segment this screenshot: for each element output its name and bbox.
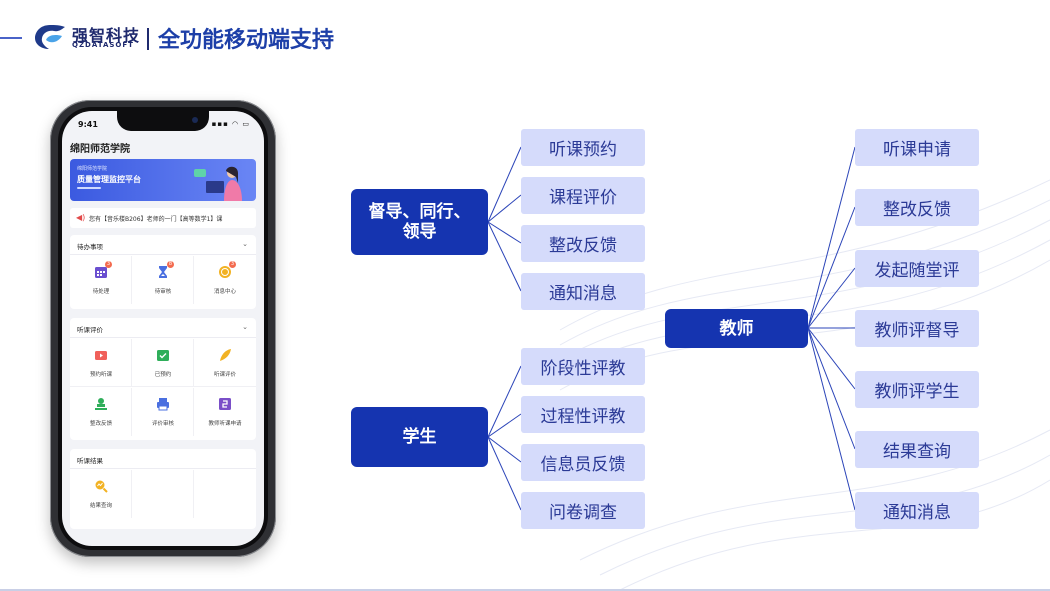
- teacher-illustration-icon: [194, 166, 242, 201]
- grid-item-empty: [132, 470, 194, 518]
- chevron-down-icon[interactable]: ⌄: [242, 323, 248, 331]
- status-signal-wifi-battery-icon: ▪▪▪ ◠ ▭: [211, 120, 250, 128]
- node-item: 信息员反馈: [521, 444, 645, 481]
- grid-item-label: 待处理: [92, 289, 110, 295]
- message-coin-icon: [219, 266, 231, 278]
- brand-name: 强智科技: [72, 26, 141, 45]
- header-accent-line: [0, 37, 22, 39]
- grid-item-rectify-feedback[interactable]: 整改反馈: [70, 388, 132, 436]
- badge-count: 3: [105, 261, 112, 268]
- node-item: 阶段性评教: [521, 348, 645, 385]
- grid-item-messages[interactable]: 3 消息中心: [194, 256, 256, 304]
- divider: [70, 254, 256, 255]
- notice-bar[interactable]: ◀) 您有【音乐楼B206】老师的一门【高等数学1】课: [70, 208, 256, 228]
- grid-item-label: 待审核: [154, 289, 172, 295]
- node-item: 通知消息: [855, 492, 979, 529]
- calendar-icon: [95, 267, 107, 278]
- node-item: 教师评督导: [855, 310, 979, 347]
- node-item: 整改反馈: [855, 189, 979, 226]
- divider: [70, 468, 256, 469]
- grid-item-label: 听课评价: [213, 372, 236, 378]
- card-title: 待办事项: [77, 243, 103, 251]
- grid-item-teacher-apply[interactable]: 教师听课申请: [194, 388, 256, 436]
- card-title: 听课结果: [77, 457, 103, 465]
- node-label: 督导、同行、领导: [368, 202, 471, 242]
- node-item: 整改反馈: [521, 225, 645, 262]
- node-student: 学生: [351, 407, 488, 467]
- node-teacher: 教师: [665, 309, 808, 348]
- speaker-icon: ◀): [76, 213, 86, 222]
- card-title: 听课评价: [77, 326, 103, 334]
- school-name: 绵阳师范学院: [70, 144, 130, 155]
- grid-item-label: 消息中心: [213, 289, 236, 295]
- header-separator: [147, 28, 149, 50]
- node-item: 课程评价: [521, 177, 645, 214]
- brand-name-en: QZDATASOFT: [72, 41, 134, 49]
- grid-item-label: 已预约: [154, 372, 172, 378]
- grid-item-label: 教师听课申请: [208, 421, 242, 427]
- banner-subtitle: 绵阳师范学院: [77, 166, 108, 172]
- grid-item-lesson-evaluate[interactable]: 听课评价: [194, 339, 256, 387]
- grid-item-label: 评价审核: [151, 421, 174, 427]
- camera-icon: [192, 117, 198, 123]
- stamp-icon: [95, 398, 107, 410]
- page-title: 全功能移动端支持: [158, 28, 335, 53]
- search-chart-icon: [95, 480, 108, 493]
- card-lesson-result: 听课结果 结果查询: [70, 449, 256, 529]
- brand-logo-icon: [35, 25, 65, 49]
- node-item: 发起随堂评: [855, 250, 979, 287]
- badge-count: 8: [167, 261, 174, 268]
- phone-notch: [117, 111, 209, 131]
- number-icon: [219, 398, 231, 410]
- banner-title: 质量管理监控平台: [77, 175, 141, 184]
- node-item: 问卷调查: [521, 492, 645, 529]
- node-label: 学生: [402, 427, 437, 447]
- phone-screen: 9:41 ▪▪▪ ◠ ▭ 绵阳师范学院 绵阳师范学院 质量管理监控平台: [62, 111, 264, 546]
- grid-item-review[interactable]: 8 待审核: [132, 256, 194, 304]
- grid-item-evaluation-review[interactable]: 评价审核: [132, 388, 194, 436]
- grid-item-label: 预约听课: [89, 372, 112, 378]
- banner-underline: [77, 187, 101, 189]
- grid-item-book-lesson[interactable]: 预约听课: [70, 339, 132, 387]
- phone-bezel: 9:41 ▪▪▪ ◠ ▭ 绵阳师范学院 绵阳师范学院 质量管理监控平台: [58, 107, 268, 550]
- feather-icon: [220, 349, 231, 361]
- node-label: 教师: [719, 318, 754, 339]
- divider: [70, 337, 256, 338]
- notice-text: 您有【音乐楼B206】老师的一门【高等数学1】课: [89, 216, 223, 223]
- node-item: 通知消息: [521, 273, 645, 310]
- grid-item-result-query[interactable]: 结果查询: [70, 470, 132, 518]
- node-item: 教师评学生: [855, 371, 979, 408]
- node-item: 听课申请: [855, 129, 979, 166]
- grid-item-pending[interactable]: 3 待处理: [70, 256, 132, 304]
- node-supervisor-peer-leader: 督导、同行、领导: [351, 189, 488, 255]
- phone-mockup: 9:41 ▪▪▪ ◠ ▭ 绵阳师范学院 绵阳师范学院 质量管理监控平台: [50, 100, 276, 557]
- grid-item-label: 整改反馈: [89, 421, 112, 427]
- status-time: 9:41: [78, 120, 98, 129]
- card-lesson-evaluation: 听课评价 ⌄ 预约听课 已预约 听课评价: [70, 318, 256, 440]
- node-item: 结果查询: [855, 431, 979, 468]
- grid-item-booked[interactable]: 已预约: [132, 339, 194, 387]
- bottom-rule: [0, 589, 1050, 591]
- app-banner[interactable]: 绵阳师范学院 质量管理监控平台: [70, 159, 256, 201]
- video-icon: [95, 351, 107, 360]
- card-todo: 待办事项 ⌄ 3 待处理 8 待审核 3: [70, 235, 256, 309]
- calendar-check-icon: [157, 350, 169, 361]
- node-item: 听课预约: [521, 129, 645, 166]
- chevron-down-icon[interactable]: ⌄: [242, 240, 248, 248]
- grid-item-label: 结果查询: [89, 503, 112, 509]
- node-item: 过程性评教: [521, 396, 645, 433]
- badge-count: 3: [229, 261, 236, 268]
- hourglass-icon: [159, 266, 167, 278]
- printer-icon: [157, 398, 169, 411]
